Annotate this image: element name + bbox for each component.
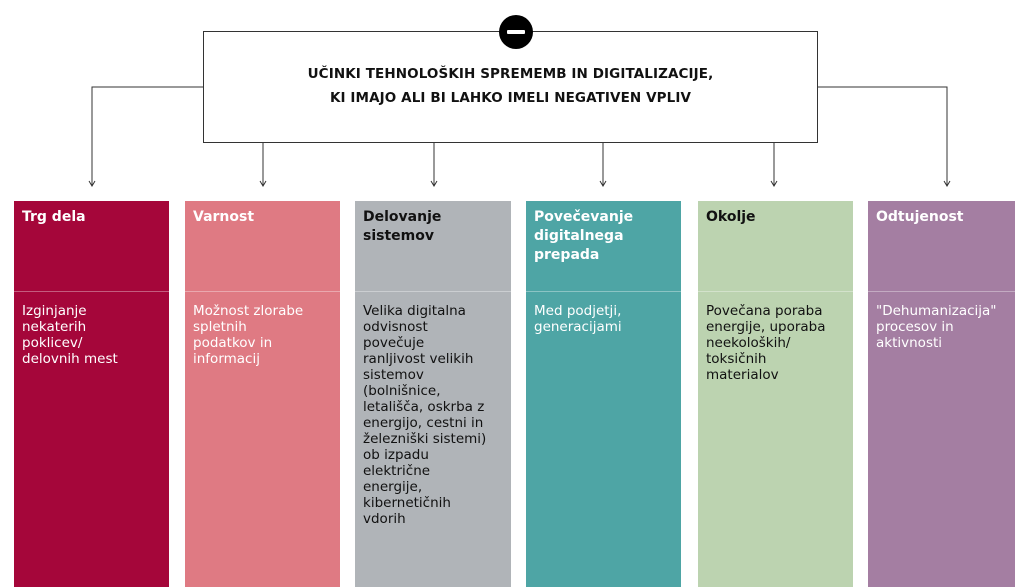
card-divider — [355, 291, 511, 292]
card-body: "Dehumanizacija" procesov in aktivnosti — [876, 303, 997, 351]
arrowhead-3 — [430, 180, 438, 187]
card-body: Povečana poraba energije, uporaba neekol… — [706, 303, 826, 383]
card-heading: Odtujenost — [876, 209, 964, 225]
card-delovanje-sistemov: Delovanje sistemov Velika digitalna odvi… — [355, 201, 511, 587]
card-body: Izginjanje nekaterih poklicev/ delovnih … — [22, 303, 118, 367]
card-body: Velika digitalna odvisnost povečuje ranl… — [363, 303, 487, 527]
arrowhead-2 — [259, 180, 267, 187]
card-heading: Povečevanje digitalnega prepada — [534, 209, 634, 263]
card-okolje: Okolje Povečana poraba energije, uporaba… — [698, 201, 853, 587]
card-divider — [526, 291, 681, 292]
card-divider — [698, 291, 853, 292]
card-heading: Varnost — [193, 209, 255, 225]
card-varnost: Varnost Možnost zlorabe spletnih podatko… — [185, 201, 340, 587]
connector-left — [91, 86, 203, 185]
title-line-1: UČINKI TEHNOLOŠKIH SPREMEMB IN DIGITALIZ… — [307, 66, 714, 82]
card-odtujenost: Odtujenost "Dehumanizacija" procesov in … — [868, 201, 1015, 587]
title-box: UČINKI TEHNOLOŠKIH SPREMEMB IN DIGITALIZ… — [203, 31, 818, 143]
card-heading: Okolje — [706, 209, 756, 225]
card-body: Možnost zlorabe spletnih podatkov in inf… — [193, 303, 304, 367]
card-heading: Trg dela — [22, 209, 86, 225]
card-divider — [868, 291, 1015, 292]
arrowhead-1 — [88, 180, 96, 187]
connector-right — [818, 86, 948, 185]
card-divider — [185, 291, 340, 292]
card-trg-dela: Trg dela Izginjanje nekaterih poklicev/ … — [14, 201, 169, 587]
card-heading: Delovanje sistemov — [363, 209, 442, 244]
arrowhead-5 — [770, 180, 778, 187]
card-body: Med podjetji, generacijami — [534, 303, 622, 335]
arrowhead-4 — [599, 180, 607, 187]
card-digitalni-prepad: Povečevanje digitalnega prepada Med podj… — [526, 201, 681, 587]
minus-circle-icon — [499, 15, 533, 49]
card-divider — [14, 291, 169, 292]
title-line-2: KI IMAJO ALI BI LAHKO IMELI NEGATIVEN VP… — [329, 90, 692, 106]
arrowhead-6 — [943, 180, 951, 187]
